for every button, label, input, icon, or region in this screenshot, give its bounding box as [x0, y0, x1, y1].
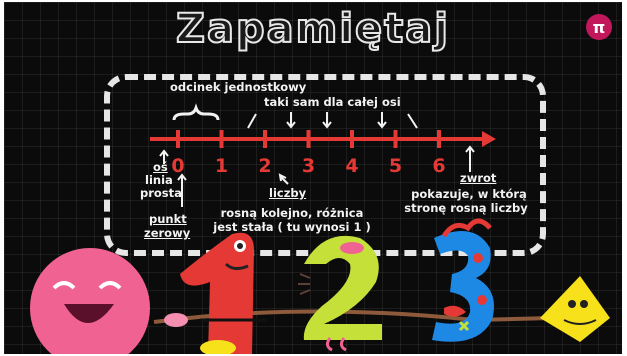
pink-zero-character-icon	[30, 248, 188, 354]
characters	[4, 2, 622, 354]
green-two-character-icon	[298, 236, 382, 350]
red-one-character-icon	[180, 233, 266, 354]
yellow-arrow-character-icon	[540, 276, 610, 342]
blue-three-character-icon	[432, 221, 494, 342]
